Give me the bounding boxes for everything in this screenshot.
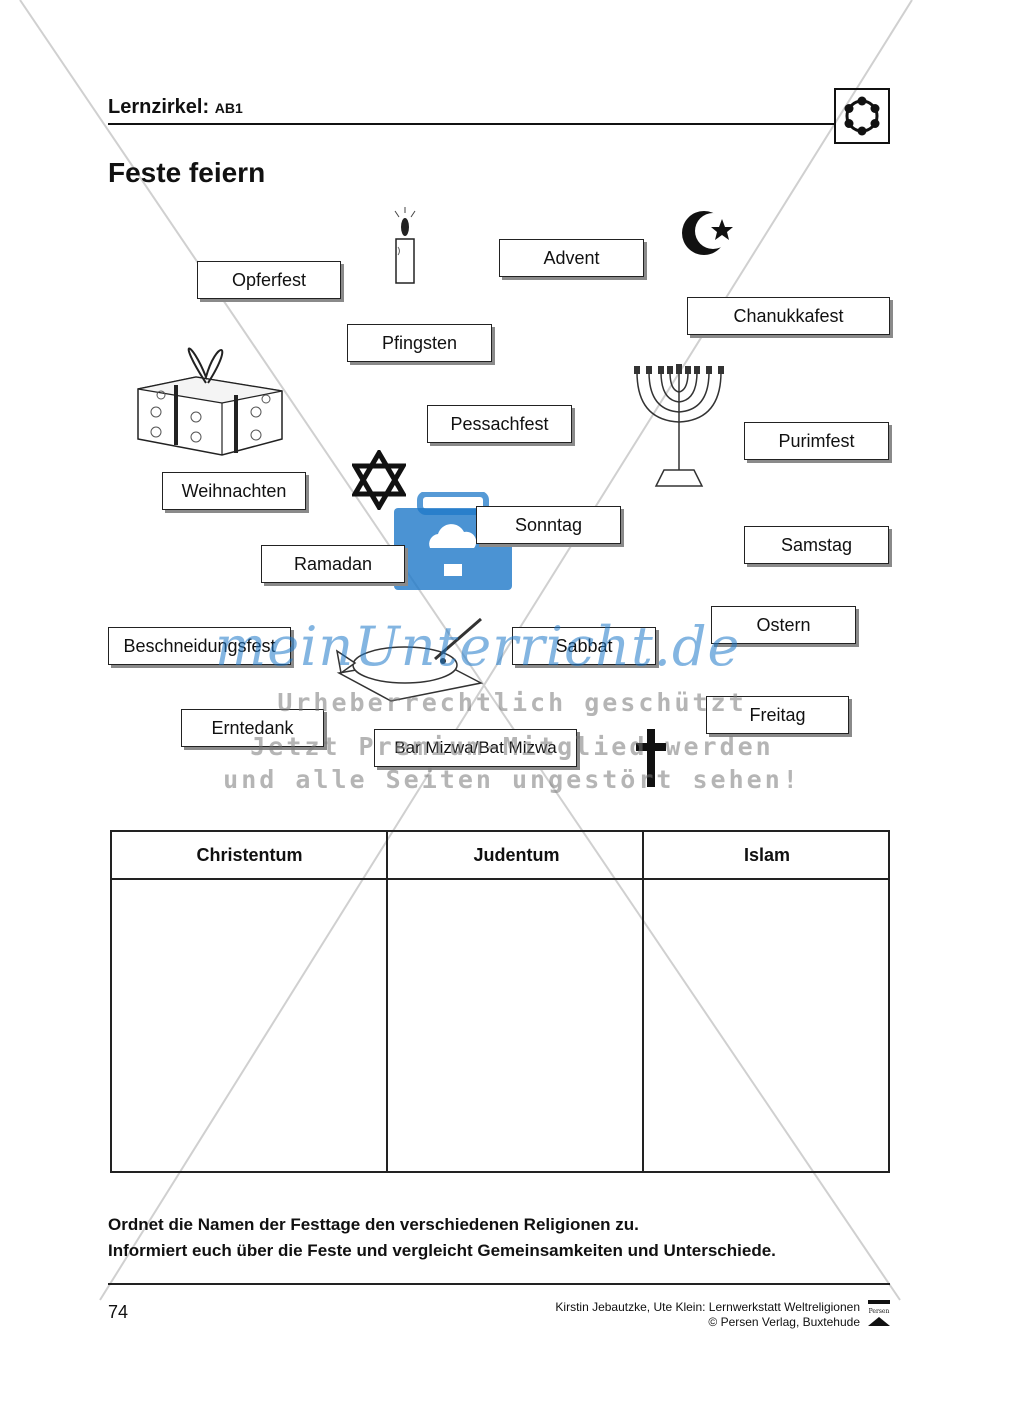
crescent-star-icon (682, 211, 733, 255)
card-beschneidungsfest[interactable]: Beschneidungsfest (108, 627, 291, 665)
instruction-line: Ordnet die Namen der Festtage den versch… (108, 1215, 639, 1234)
card-sonntag[interactable]: Sonntag (476, 506, 621, 544)
card-erntedank[interactable]: Erntedank (181, 709, 324, 747)
watermark-line2: Jetzt Premium-Mitglied werden (250, 732, 774, 761)
card-samstag[interactable]: Samstag (744, 526, 889, 564)
page-title: Feste feiern (108, 157, 266, 188)
credit-line: Kirstin Jebautzke, Ute Klein: Lernwerkst… (555, 1300, 860, 1314)
watermark-line1: Urheberrechtlich geschützt (277, 688, 747, 717)
card-sabbat[interactable]: Sabbat (512, 627, 656, 665)
candle-icon (394, 207, 416, 284)
credits: Kirstin Jebautzke, Ute Klein: Lernwerkst… (555, 1300, 860, 1330)
header-subtitle: AB1 (214, 100, 243, 116)
column-header-islam: Islam (743, 844, 791, 865)
card-ostern[interactable]: Ostern (711, 606, 856, 644)
card-purimfest[interactable]: Purimfest (744, 422, 889, 460)
fish-icon (335, 617, 484, 702)
star-of-david-icon (352, 450, 406, 510)
column-header-judentum: Judentum (473, 844, 560, 865)
card-weihnachten[interactable]: Weihnachten (162, 472, 306, 510)
card-advent[interactable]: Advent (499, 239, 644, 277)
cell-islam[interactable] (646, 882, 886, 1168)
gift-icon (137, 347, 283, 456)
column-header-christentum: Christentum (196, 844, 303, 865)
card-chanukkafest[interactable]: Chanukkafest (687, 297, 890, 335)
footer-rule (108, 1283, 890, 1285)
header-title: Lernzirkel: AB1 (108, 96, 243, 119)
persen-logo-icon: Persen (868, 1300, 890, 1326)
svg-text:Persen: Persen (869, 1308, 890, 1315)
religion-table: Christentum Judentum Islam (110, 830, 890, 1173)
header-rule (108, 123, 834, 125)
column-divider (386, 832, 388, 1171)
cell-christentum[interactable] (114, 882, 384, 1168)
menorah-icon (634, 364, 724, 487)
instructions: Ordnet die Namen der Festtage den versch… (108, 1212, 776, 1264)
watermark-line3: und alle Seiten ungestört sehen! (223, 765, 801, 794)
card-pfingsten[interactable]: Pfingsten (347, 324, 492, 362)
column-divider (642, 832, 644, 1171)
card-opferfest[interactable]: Opferfest (197, 261, 341, 299)
six-dots-circle-icon (834, 88, 890, 144)
page-number: 74 (108, 1302, 129, 1322)
cross-icon (636, 729, 666, 787)
cell-judentum[interactable] (390, 882, 640, 1168)
credit-line: © Persen Verlag, Buxtehude (708, 1315, 860, 1329)
watermark-brand: meinUnterricht.de (215, 615, 741, 678)
table-header-rule (112, 878, 888, 880)
card-bar-mizwa[interactable]: Bar Mizwa/Bat Mizwa (374, 729, 577, 767)
card-pessachfest[interactable]: Pessachfest (427, 405, 572, 443)
header-title-text: Lernzirkel: (108, 96, 210, 118)
instruction-line: Informiert euch über die Feste und vergl… (108, 1241, 776, 1260)
card-freitag[interactable]: Freitag (706, 696, 849, 734)
card-ramadan[interactable]: Ramadan (261, 545, 405, 583)
